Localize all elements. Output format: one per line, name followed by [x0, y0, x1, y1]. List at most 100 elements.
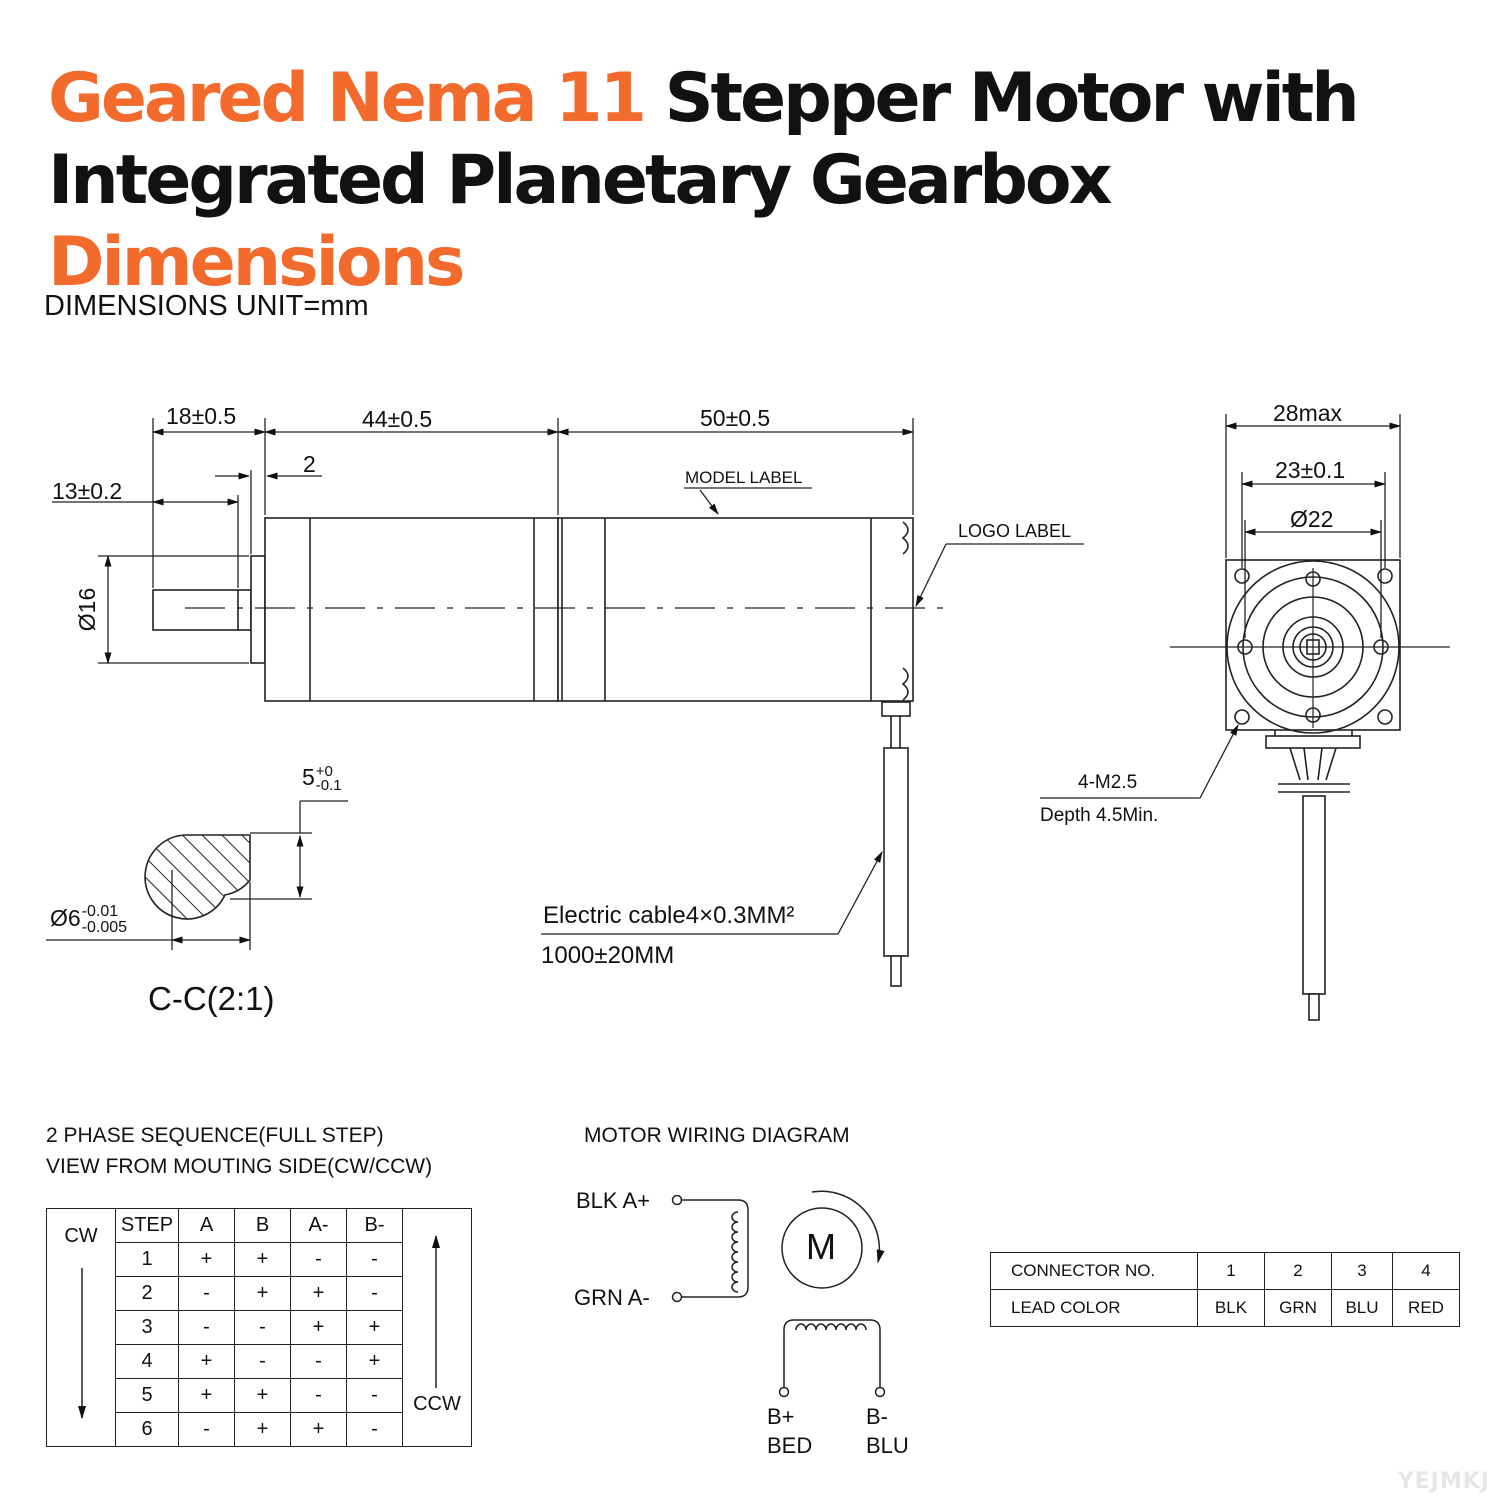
cell: 6 [115, 1412, 179, 1447]
header-cell: STEP [115, 1208, 179, 1243]
cell: + [234, 1242, 291, 1277]
side-view-dimensions [52, 418, 1084, 935]
rotation-arc [811, 1190, 885, 1264]
model-label: MODEL LABEL [685, 468, 803, 487]
cell: + [178, 1344, 235, 1379]
cell: 5 [115, 1378, 179, 1413]
cell: 3 [1331, 1252, 1393, 1290]
cell: 1 [1197, 1252, 1265, 1290]
cell: + [290, 1310, 347, 1345]
dim-22: Ø22 [1290, 506, 1334, 532]
section-name: C-C(2:1) [148, 980, 275, 1017]
dim-23: 23±0.1 [1275, 457, 1346, 483]
dia-sup: -0.01 [81, 903, 119, 920]
cell: 3 [115, 1310, 179, 1345]
front-view-dimensions [1040, 414, 1402, 799]
table-row: 6-++- [47, 1412, 472, 1447]
dim-2: 2 [303, 451, 316, 477]
front-cable [1302, 795, 1326, 995]
title-accent-2: Dimensions [48, 223, 466, 302]
cell: 4 [1392, 1252, 1460, 1290]
title-main: Stepper Motor with Integrated Planetary … [48, 59, 1360, 220]
title-accent-1: Geared Nema 11 [48, 59, 647, 138]
motor-body [557, 517, 914, 702]
dim-18: 18±0.5 [166, 403, 237, 429]
ccw-label: CCW [413, 1393, 461, 1415]
flat-sup: +0 [315, 762, 333, 780]
cell: - [346, 1242, 403, 1277]
connector-table: CONNECTOR NO. 1 2 3 4 LEAD COLOR BLK GRN… [990, 1252, 1460, 1327]
cell: BLK [1197, 1289, 1265, 1327]
cell: LEAD COLOR [990, 1289, 1198, 1327]
thread-label: 4-M2.5 [1078, 772, 1138, 793]
label-a-minus: GRN A- [574, 1285, 650, 1310]
logo-label: LOGO LABEL [958, 521, 1072, 541]
table-row: 2-++- [47, 1276, 472, 1311]
cell: - [290, 1344, 347, 1379]
gearbox-body [264, 517, 559, 702]
cell: + [346, 1310, 403, 1345]
terminal-a-minus [671, 1291, 683, 1303]
header-cell: B [234, 1208, 291, 1243]
phase-title-1: 2 PHASE SEQUENCE(FULL STEP) [46, 1124, 384, 1147]
cell: - [346, 1378, 403, 1413]
unit-label: DIMENSIONS UNIT=mm [44, 290, 369, 322]
phase-title-2: VIEW FROM MOUTING SIDE(CW/CCW) [46, 1155, 433, 1178]
phase-sequence-table: CW STEP A B A- B- CCW 1++-- 2-++- 3--++ … [46, 1208, 472, 1447]
output-shaft [152, 589, 252, 631]
cw-cell: CW [46, 1208, 116, 1447]
front-cable-exit [1265, 735, 1361, 749]
table-row: 4+--+ [47, 1344, 472, 1379]
cell: - [178, 1412, 235, 1447]
label-a-plus: BLK A+ [576, 1188, 651, 1213]
section-view [144, 834, 251, 920]
cell: + [346, 1344, 403, 1379]
table-row: CW STEP A B A- B- CCW [46, 1208, 472, 1447]
dim-44: 44±0.5 [362, 406, 433, 432]
dia-sub: -0.005 [81, 919, 128, 936]
cell: + [178, 1378, 235, 1413]
label-b-plus-color: BED [767, 1433, 813, 1458]
motor-symbol [781, 1207, 863, 1289]
cell: 2 [1264, 1252, 1332, 1290]
header-cell: A [178, 1208, 235, 1243]
gearbox-boss [250, 555, 266, 664]
cell: + [234, 1412, 291, 1447]
motor-letter: M [806, 1226, 836, 1267]
coil-a [682, 1199, 749, 1298]
wiring-diagram [671, 1190, 886, 1398]
cell: - [346, 1276, 403, 1311]
cell: - [346, 1412, 403, 1447]
dim-28: 28max [1273, 400, 1343, 426]
flat-sub: -0.1 [315, 776, 342, 794]
cable-exit [881, 701, 911, 717]
cable-sleeve [883, 747, 909, 957]
terminal-b-minus [874, 1386, 886, 1398]
cable-length: 1000±20MM [541, 942, 675, 969]
header-cell: B- [346, 1208, 403, 1243]
dim-16: Ø16 [74, 587, 101, 632]
cell: - [178, 1310, 235, 1345]
table-row: CONNECTOR NO. 1 2 3 4 [990, 1252, 1460, 1290]
cell: GRN [1264, 1289, 1332, 1327]
cw-label: CW [64, 1225, 98, 1247]
cell: + [234, 1378, 291, 1413]
mount-hole [1377, 568, 1393, 584]
d-shaft-section [144, 834, 251, 920]
front-view [1170, 559, 1450, 1021]
label-b-plus: B+ [767, 1404, 795, 1429]
cell: + [234, 1276, 291, 1311]
cell: + [290, 1412, 347, 1447]
cell: - [178, 1276, 235, 1311]
end-cap-notch-bottom [901, 667, 909, 701]
header-cell: A- [290, 1208, 347, 1243]
terminal-b-plus [778, 1386, 790, 1398]
depth-label: Depth 4.5Min. [1040, 805, 1159, 826]
cell: - [234, 1310, 291, 1345]
coil-b [783, 1319, 881, 1388]
cell: + [178, 1242, 235, 1277]
cell: - [234, 1344, 291, 1379]
mount-hole [1234, 568, 1250, 584]
watermark: YEJMKJ [1397, 1469, 1490, 1494]
mount-hole [1234, 709, 1250, 725]
